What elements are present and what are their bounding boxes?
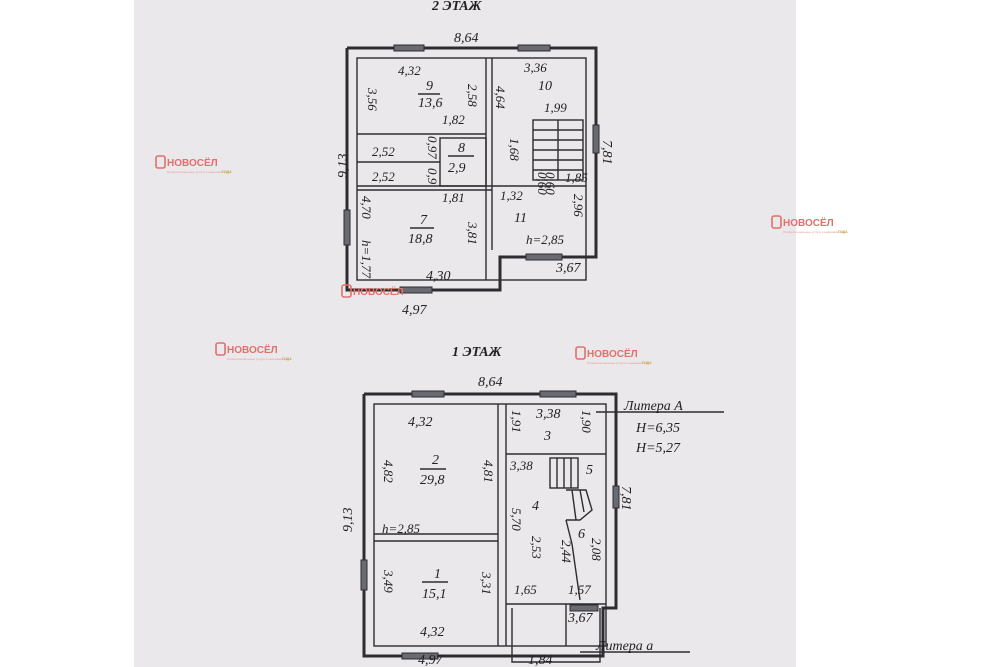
room11-height: 2,96 [571,194,586,217]
room4-height: 5,70 [509,508,524,531]
room7-number: 7 [420,213,428,228]
watermark-sub: Профессиональные услуги в недвижимости [587,361,649,365]
stair-height2: 0,60 [543,172,558,195]
corridor-width1: 2,52 [372,144,395,159]
bottom-dim-b: 1,57 [568,582,591,597]
room7-height-right: 3,81 [465,221,480,245]
first-floor-walls [360,390,620,663]
room10-number: 10 [538,79,552,94]
room2-width: 4,32 [408,415,433,430]
second-floor-walls [343,44,600,294]
room2-height-left: 4,82 [381,460,396,483]
watermark-brand: НОВОСЁЛ [167,156,218,169]
watermark-years: ГОДА [222,170,232,174]
bottom-dim-a: 1,65 [514,582,537,597]
litera-annex: Литера а [595,639,653,654]
room3-height-left: 1,91 [509,410,524,433]
room7-ceiling: h=1,77 [359,240,374,279]
room3-width2: 3,38 [509,458,533,473]
watermark-years: ГОДА [838,230,848,234]
room9-width: 4,32 [398,63,421,78]
watermark-brand: НОВОСЁЛ [353,285,404,298]
plan-paper [134,0,796,667]
room10-width: 3,36 [523,60,547,75]
room9-height-left: 3,56 [365,87,380,111]
watermark-sub: Профессиональные услуги в недвижимости [167,170,229,174]
watermark-brand: НОВОСЁЛ [783,216,834,229]
corridor-width2: 2,52 [372,169,395,184]
watermark-brand: НОВОСЁЛ [227,343,278,356]
second-floor-height-left: 9,13 [336,154,351,179]
room6-number: 6 [578,527,585,542]
room1-width: 4,32 [420,625,445,640]
room4-h2: 2,53 [529,536,544,559]
room7-width: 4,30 [426,269,451,284]
room8-width-bottom: 1,81 [442,190,465,205]
room4-number: 4 [532,499,539,514]
second-floor-bottom-right: 3,67 [555,261,582,276]
stair-height: 1,68 [507,138,522,161]
room5-number: 5 [586,463,593,478]
room2-ceiling: h=2,85 [382,521,421,536]
second-floor-bottom-left: 4,97 [402,303,428,318]
watermark-sub: Профессиональные услуги в недвижимости [227,357,289,361]
watermark-years: ГОДА [282,357,292,361]
room8-width-top: 1,82 [442,112,465,127]
first-floor-bottom-mid: 1,84 [528,653,553,667]
room7-area: 18,8 [408,232,433,247]
first-floor-height-left: 9,13 [341,508,356,533]
room9-number: 9 [426,79,433,94]
room9-height-right: 2,58 [465,84,480,107]
first-floor-height-right: 7,81 [618,486,633,511]
first-floor-bottom-right: 3,67 [567,611,594,626]
room3-width: 3,38 [535,407,561,422]
first-floor-bottom-left: 4,97 [418,653,444,667]
room11-h-mid: 0,60 [535,172,550,195]
room6-height: 2,08 [589,538,604,561]
litera-height1: Н=6,35 [635,421,680,436]
litera-height2: Н=5,27 [635,441,681,456]
watermark: НОВОСЁЛ Профессиональные услуги в недвиж… [155,155,848,365]
room10-width2: 1,99 [544,100,567,115]
room3-height-right: 1,90 [579,410,594,433]
second-floor-height-right: 7,81 [599,140,614,165]
watermark-years: ГОДА [642,361,652,365]
second-floor-title: 2 ЭТАЖ [431,0,483,14]
room2-height-right: 4,81 [481,460,496,483]
watermark-sub: Профессиональные услуги в недвижимости [783,230,845,234]
stair-width: 1,85 [565,170,588,185]
room1-area: 15,1 [422,587,447,602]
room8-h2: 0,9 [425,168,440,185]
room10-height: 4,64 [493,86,508,109]
litera-name: Литера А [623,399,683,414]
room2-number: 2 [432,453,439,468]
room7-height-left: 4,70 [359,196,374,219]
room8-area: 2,9 [448,161,466,176]
room8-number: 8 [458,141,465,156]
room1-number: 1 [434,567,441,582]
room9-area: 13,6 [418,96,443,111]
room3-number: 3 [543,429,551,444]
room11-ceiling: h=2,85 [526,232,565,247]
room1-height-right: 3,31 [479,571,494,595]
room1-height-left: 3,49 [381,569,396,593]
room11-number: 11 [514,211,527,226]
watermark-brand: НОВОСЁЛ [587,347,638,360]
first-floor-width-top: 8,64 [478,375,503,390]
room11-width: 1,32 [500,188,523,203]
first-floor-title: 1 ЭТАЖ [452,345,503,360]
room4-h3: 2,44 [559,540,574,563]
room2-area: 29,8 [420,473,445,488]
room8-h: 0,97 [425,136,440,159]
second-floor-width-top: 8,64 [454,31,479,46]
